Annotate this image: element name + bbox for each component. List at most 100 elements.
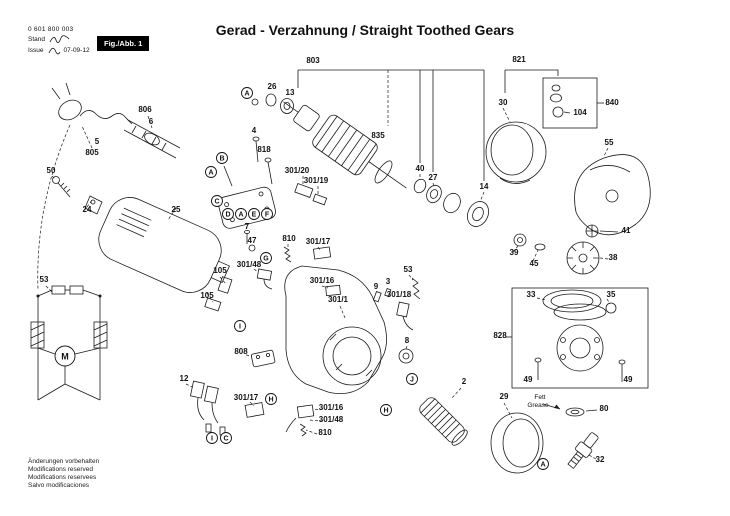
part-label-9: 9 — [374, 282, 379, 291]
assembly-mark-H: H — [380, 404, 392, 416]
assembly-mark-H: H — [265, 393, 277, 405]
document-number: 0 601 800 003 — [28, 26, 74, 33]
part-label-26: 26 — [268, 82, 277, 91]
assembly-mark-letter: B — [219, 156, 224, 163]
note-grease: Grease — [527, 402, 549, 409]
part-label-41: 41 — [622, 226, 631, 235]
part-label-105: 105 — [213, 266, 227, 275]
assembly-mark-C: C — [211, 195, 223, 207]
part-label-821: 821 — [512, 55, 526, 64]
issue-label: Issue — [28, 47, 44, 54]
part-label-12: 12 — [180, 374, 189, 383]
part-label-53: 53 — [40, 275, 49, 284]
footer-block: Änderungen vorbehalten Modifications res… — [28, 458, 99, 490]
assembly-mark-letter: I — [239, 324, 241, 331]
part-label-4: 4 — [252, 126, 257, 135]
part-label-301-18: 301/18 — [387, 290, 412, 299]
part-label-3: 3 — [386, 277, 391, 286]
part-label-301-17: 301/17 — [306, 237, 331, 246]
assembly-mark-J: J — [406, 373, 418, 385]
part-label-35: 35 — [607, 290, 616, 299]
part-label-29: 29 — [500, 392, 509, 401]
part-label-818: 818 — [257, 145, 271, 154]
header-block: 0 601 800 003 Stand Issue 07-09-12 — [28, 26, 90, 55]
page-title: Gerad - Verzahnung / Straight Toothed Ge… — [215, 22, 515, 38]
part-label-835: 835 — [371, 131, 385, 140]
part-label-49: 49 — [624, 375, 633, 384]
part-label-5: 5 — [95, 137, 100, 146]
assembly-mark-letter: A — [244, 91, 249, 98]
assembly-mark-A: A — [537, 458, 549, 470]
assembly-mark-I: I — [234, 320, 246, 332]
assembly-mark-letter: A — [238, 212, 243, 219]
assembly-mark-letter: F — [265, 212, 270, 219]
part-label-828: 828 — [493, 331, 507, 340]
part-label-808: 808 — [234, 347, 248, 356]
assembly-mark-letter: D — [225, 212, 230, 219]
part-label-301-17: 301/17 — [234, 393, 259, 402]
assembly-mark-letter: H — [383, 408, 388, 415]
assembly-mark-F: F — [261, 208, 273, 220]
stand-label: Stand — [28, 36, 45, 43]
part-label-104: 104 — [573, 108, 587, 117]
part-label-24: 24 — [83, 205, 92, 214]
assembly-mark-A: A — [235, 208, 247, 220]
part-label-47: 47 — [248, 236, 257, 245]
assembly-mark-B: B — [216, 152, 228, 164]
part-label-806: 806 — [138, 105, 152, 114]
issue-date: 07-09-12 — [63, 47, 90, 54]
part-label-301-20: 301/20 — [285, 166, 310, 175]
part-label-6: 6 — [149, 117, 154, 126]
part-label-38: 38 — [609, 253, 618, 262]
assembly-mark-letter: A — [208, 170, 213, 177]
assembly-mark-letter: I — [211, 436, 213, 443]
assembly-mark-D: D — [222, 208, 234, 220]
part-label-40: 40 — [416, 164, 425, 173]
footer-line: Änderungen vorbehalten — [28, 458, 100, 465]
part-label-53: 53 — [404, 265, 413, 274]
assembly-mark-letter: M — [61, 352, 69, 362]
diagram-labels: 8032613835821301048405580665805502448183… — [40, 55, 633, 470]
assembly-mark-letter: A — [540, 462, 545, 469]
part-label-7: 7 — [245, 222, 250, 231]
assembly-mark-I: I — [206, 432, 218, 444]
footer-line: Modifications reserved — [28, 466, 94, 473]
part-label-810: 810 — [282, 234, 296, 243]
part-label-32: 32 — [596, 455, 605, 464]
part-label-805: 805 — [85, 148, 99, 157]
assembly-mark-E: E — [248, 208, 260, 220]
part-label-2: 2 — [462, 377, 467, 386]
part-label-803: 803 — [306, 56, 320, 65]
assembly-mark-G: G — [260, 252, 272, 264]
note-fett: Fett — [534, 394, 545, 401]
part-label-39: 39 — [510, 248, 519, 257]
diagram-artwork — [30, 69, 651, 474]
part-label-8: 8 — [405, 336, 410, 345]
footer-line: Modifications reservees — [28, 474, 97, 481]
part-label-14: 14 — [480, 182, 489, 191]
signature-mark — [49, 35, 70, 43]
part-label-30: 30 — [499, 98, 508, 107]
part-label-301-16: 301/16 — [319, 403, 344, 412]
part-label-27: 27 — [429, 173, 438, 182]
part-label-13: 13 — [286, 88, 295, 97]
part-label-301-16: 301/16 — [310, 276, 335, 285]
assembly-mark-C: C — [220, 432, 232, 444]
part-label-55: 55 — [605, 138, 614, 147]
part-label-301-1: 301/1 — [328, 295, 349, 304]
figure-label: Fig./Abb. 1 — [97, 36, 150, 51]
part-label-45: 45 — [530, 259, 539, 268]
part-label-50: 50 — [47, 166, 56, 175]
footer-line: Salvo modificaciones — [28, 482, 90, 489]
signature-mark — [48, 47, 60, 55]
assembly-mark-letter: J — [410, 377, 414, 384]
part-label-301-48: 301/48 — [319, 415, 344, 424]
part-label-840: 840 — [605, 98, 619, 107]
part-label-105: 105 — [200, 291, 214, 300]
assembly-mark-M: M — [54, 345, 76, 367]
part-label-33: 33 — [527, 290, 536, 299]
assembly-mark-A: A — [241, 87, 253, 99]
part-label-301-48: 301/48 — [237, 260, 262, 269]
